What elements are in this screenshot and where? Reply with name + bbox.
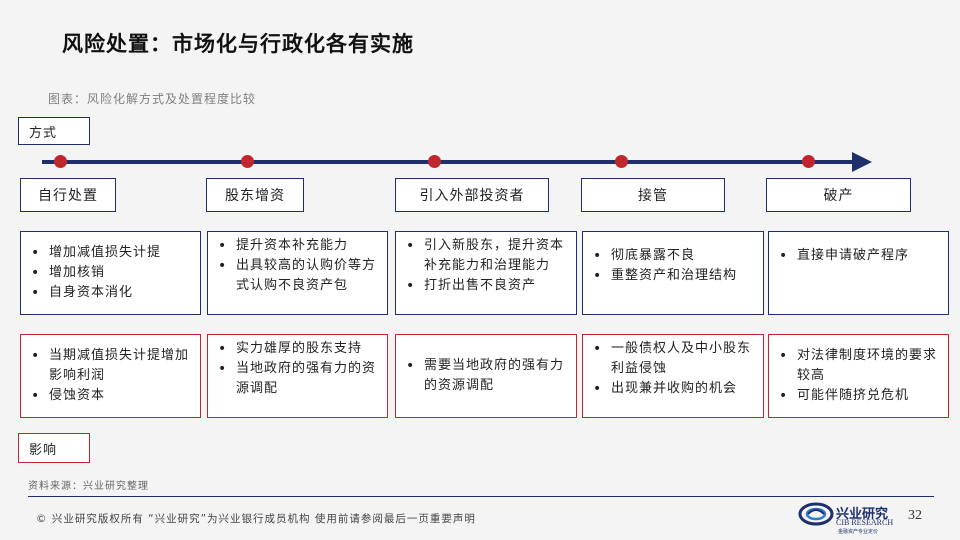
- impact-box: 当期减值损失计提增加影响利润 侵蚀资本: [20, 334, 201, 418]
- method-box: 增加减值损失计提 增加核销 自身资本消化: [20, 231, 201, 315]
- method-item: 打折出售不良资产: [406, 276, 570, 296]
- timeline-dot: [241, 155, 254, 168]
- footer-copyright: © 兴业研究版权所有 “兴业研究”为兴业银行成员机构 使用前请参阅最后一页重要声…: [36, 513, 476, 525]
- impact-item: 可能伴随挤兑危机: [779, 386, 942, 406]
- method-box: 彻底暴露不良 重整资产和治理结构: [582, 231, 764, 315]
- impact-box: 对法律制度环境的要求较高 可能伴随挤兑危机: [768, 334, 949, 418]
- impact-item: 对法律制度环境的要求较高: [779, 346, 942, 386]
- method-item: 引入新股东，提升资本补充能力和治理能力: [406, 236, 570, 276]
- cib-research-logo: 兴业研究 CIB RESEARCH 金融资产专业定价: [798, 500, 898, 536]
- timeline-dot: [615, 155, 628, 168]
- impact-box: 实力雄厚的股东支持 当地政府的强有力的资源调配: [207, 334, 388, 418]
- impact-label: 影响: [18, 433, 90, 463]
- timeline-dot: [428, 155, 441, 168]
- method-item: 自身资本消化: [31, 283, 161, 303]
- page-title: 风险处置：市场化与行政化各有实施: [62, 32, 414, 56]
- footer-divider: [28, 496, 934, 497]
- method-item: 出具较高的认购价等方式认购不良资产包: [218, 256, 381, 296]
- source-note: 资料来源：兴业研究整理: [28, 481, 149, 492]
- stage-header: 股东增资: [206, 178, 304, 212]
- stage-header: 自行处置: [20, 178, 116, 212]
- timeline-dot: [802, 155, 815, 168]
- timeline-line: [42, 160, 854, 164]
- logo-tagline: 金融资产专业定价: [838, 529, 879, 535]
- page-number: 32: [908, 508, 922, 523]
- method-item: 直接申请破产程序: [779, 246, 942, 266]
- impact-item: 侵蚀资本: [31, 386, 194, 406]
- stage-header: 接管: [581, 178, 725, 212]
- impact-item: 需要当地政府的强有力的资源调配: [406, 356, 570, 396]
- method-box: 直接申请破产程序: [768, 231, 949, 315]
- stage-header: 破产: [766, 178, 911, 212]
- logo-text-en: CIB RESEARCH: [836, 518, 894, 527]
- method-item: 彻底暴露不良: [593, 246, 757, 266]
- impact-item: 当地政府的强有力的资源调配: [218, 359, 381, 399]
- figure-caption: 图表：风险化解方式及处置程度比较: [48, 92, 257, 106]
- cib-logo-icon: [798, 502, 834, 526]
- timeline-dot: [54, 155, 67, 168]
- method-item: 重整资产和治理结构: [593, 266, 757, 286]
- method-item: 增加核销: [31, 263, 161, 283]
- impact-item: 出现兼并收购的机会: [593, 379, 757, 399]
- method-box: 引入新股东，提升资本补充能力和治理能力 打折出售不良资产: [395, 231, 577, 315]
- logo-text-cn: 兴业研究: [836, 507, 889, 522]
- impact-item: 一般债权人及中小股东利益侵蚀: [593, 339, 757, 379]
- timeline-arrow-icon: [852, 152, 872, 172]
- impact-item: 当期减值损失计提增加影响利润: [31, 346, 194, 386]
- method-item: 增加减值损失计提: [31, 243, 161, 263]
- method-label: 方式: [18, 117, 90, 145]
- stage-header: 引入外部投资者: [395, 178, 549, 212]
- impact-box: 需要当地政府的强有力的资源调配: [395, 334, 577, 418]
- impact-item: 实力雄厚的股东支持: [218, 339, 381, 359]
- method-item: 提升资本补充能力: [218, 236, 381, 256]
- method-box: 提升资本补充能力 出具较高的认购价等方式认购不良资产包: [207, 231, 388, 315]
- impact-box: 一般债权人及中小股东利益侵蚀 出现兼并收购的机会: [582, 334, 764, 418]
